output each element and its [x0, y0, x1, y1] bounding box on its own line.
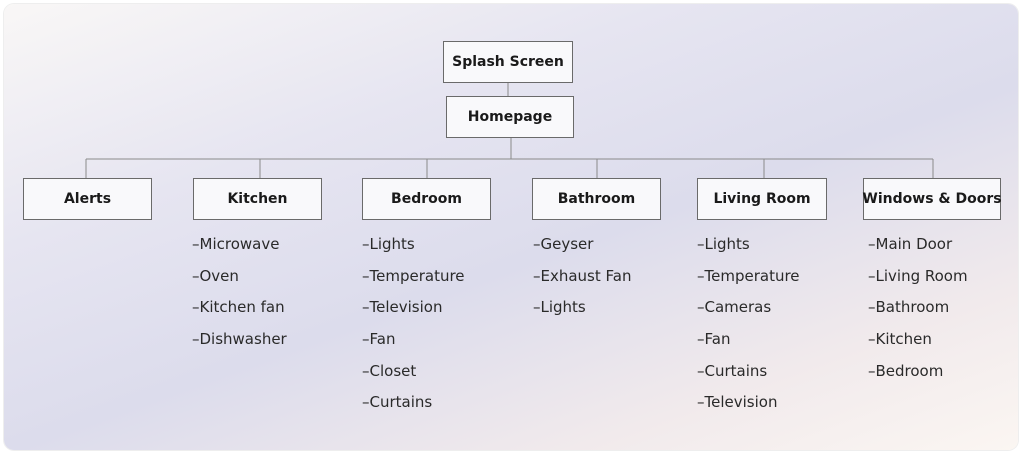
item-label: Lights [704, 235, 750, 253]
item-dash: – [362, 330, 370, 349]
item-dash: – [868, 361, 876, 380]
living-room-items: –Lights –Temperature –Cameras –Fan –Curt… [697, 235, 800, 425]
item-dash: – [697, 298, 705, 317]
list-item: –Lights [362, 235, 465, 267]
alerts-node: Alerts [23, 178, 152, 220]
item-dash: – [192, 298, 200, 317]
item-dash: – [697, 266, 705, 285]
list-item: –Fan [362, 330, 465, 362]
item-label: Main Door [875, 235, 953, 253]
item-label: Lights [369, 235, 415, 253]
item-dash: – [533, 298, 541, 317]
item-label: Television [369, 298, 443, 317]
item-label: Geyser [540, 235, 594, 253]
item-dash: – [868, 330, 876, 349]
item-label: Living Room [875, 266, 968, 285]
item-dash: – [868, 235, 876, 253]
list-item: –Main Door [868, 235, 968, 267]
item-label: Oven [199, 266, 239, 285]
list-item: –Oven [192, 267, 287, 299]
list-item: –Television [697, 393, 800, 425]
list-item: –Bedroom [868, 362, 968, 394]
kitchen-label: Kitchen [227, 191, 288, 207]
kitchen-node: Kitchen [193, 178, 322, 220]
kitchen-items: –Microwave –Oven –Kitchen fan –Dishwashe… [192, 235, 287, 362]
list-item: –Dishwasher [192, 330, 287, 362]
item-dash: – [192, 235, 200, 253]
item-label: Cameras [704, 298, 772, 317]
item-dash: – [192, 266, 200, 285]
item-dash: – [697, 393, 705, 412]
list-item: –Curtains [362, 393, 465, 425]
bedroom-node: Bedroom [362, 178, 491, 220]
item-dash: – [362, 298, 370, 317]
item-dash: – [533, 266, 541, 285]
list-item: –Kitchen [868, 330, 968, 362]
list-item: –Lights [533, 298, 631, 330]
item-dash: – [533, 235, 541, 253]
list-item: –Temperature [362, 267, 465, 299]
windows-doors-label: Windows & Doors [862, 191, 1002, 207]
list-item: –Geyser [533, 235, 631, 267]
item-label: Curtains [369, 393, 433, 412]
living-room-node: Living Room [697, 178, 827, 220]
item-label: Bedroom [875, 361, 944, 380]
list-item: –Fan [697, 330, 800, 362]
list-item: –Bathroom [868, 298, 968, 330]
item-label: Bathroom [875, 298, 950, 317]
splash-screen-node: Splash Screen [443, 41, 573, 83]
item-dash: – [697, 330, 705, 349]
item-label: Fan [369, 330, 396, 349]
item-label: Kitchen fan [199, 298, 285, 317]
item-label: Temperature [369, 266, 465, 285]
item-dash: – [362, 361, 370, 380]
list-item: –Exhaust Fan [533, 267, 631, 299]
item-label: Exhaust Fan [540, 266, 632, 285]
list-item: –Curtains [697, 362, 800, 394]
living-room-label: Living Room [713, 191, 811, 207]
list-item: –Closet [362, 362, 465, 394]
list-item: –Television [362, 298, 465, 330]
list-item: –Temperature [697, 267, 800, 299]
list-item: –Cameras [697, 298, 800, 330]
windows-doors-node: Windows & Doors [862, 178, 1002, 220]
list-item: –Microwave [192, 235, 287, 267]
item-dash: – [697, 235, 705, 253]
item-dash: – [362, 266, 370, 285]
item-label: Closet [369, 361, 417, 380]
list-item: –Living Room [868, 267, 968, 299]
item-label: Microwave [199, 235, 280, 253]
item-label: Lights [540, 298, 586, 317]
item-dash: – [697, 361, 705, 380]
splash-screen-label: Splash Screen [452, 54, 564, 70]
alerts-label: Alerts [63, 191, 112, 207]
item-label: Television [704, 393, 778, 412]
item-dash: – [362, 235, 370, 253]
bathroom-items: –Geyser –Exhaust Fan –Lights [533, 235, 631, 330]
item-dash: – [868, 298, 876, 317]
item-label: Curtains [704, 361, 768, 380]
homepage-node: Homepage [446, 96, 574, 138]
item-label: Dishwasher [199, 330, 287, 349]
bathroom-node: Bathroom [532, 178, 661, 220]
homepage-label: Homepage [467, 109, 553, 125]
bathroom-label: Bathroom [557, 191, 636, 207]
item-label: Temperature [704, 266, 800, 285]
list-item: –Kitchen fan [192, 298, 287, 330]
windows-doors-items: –Main Door –Living Room –Bathroom –Kitch… [868, 235, 968, 393]
item-dash: – [868, 266, 876, 285]
bedroom-label: Bedroom [391, 191, 462, 207]
item-dash: – [192, 330, 200, 349]
bedroom-items: –Lights –Temperature –Television –Fan –C… [362, 235, 465, 425]
item-label: Kitchen [875, 330, 932, 349]
item-label: Fan [704, 330, 731, 349]
item-dash: – [362, 393, 370, 412]
list-item: –Lights [697, 235, 800, 267]
